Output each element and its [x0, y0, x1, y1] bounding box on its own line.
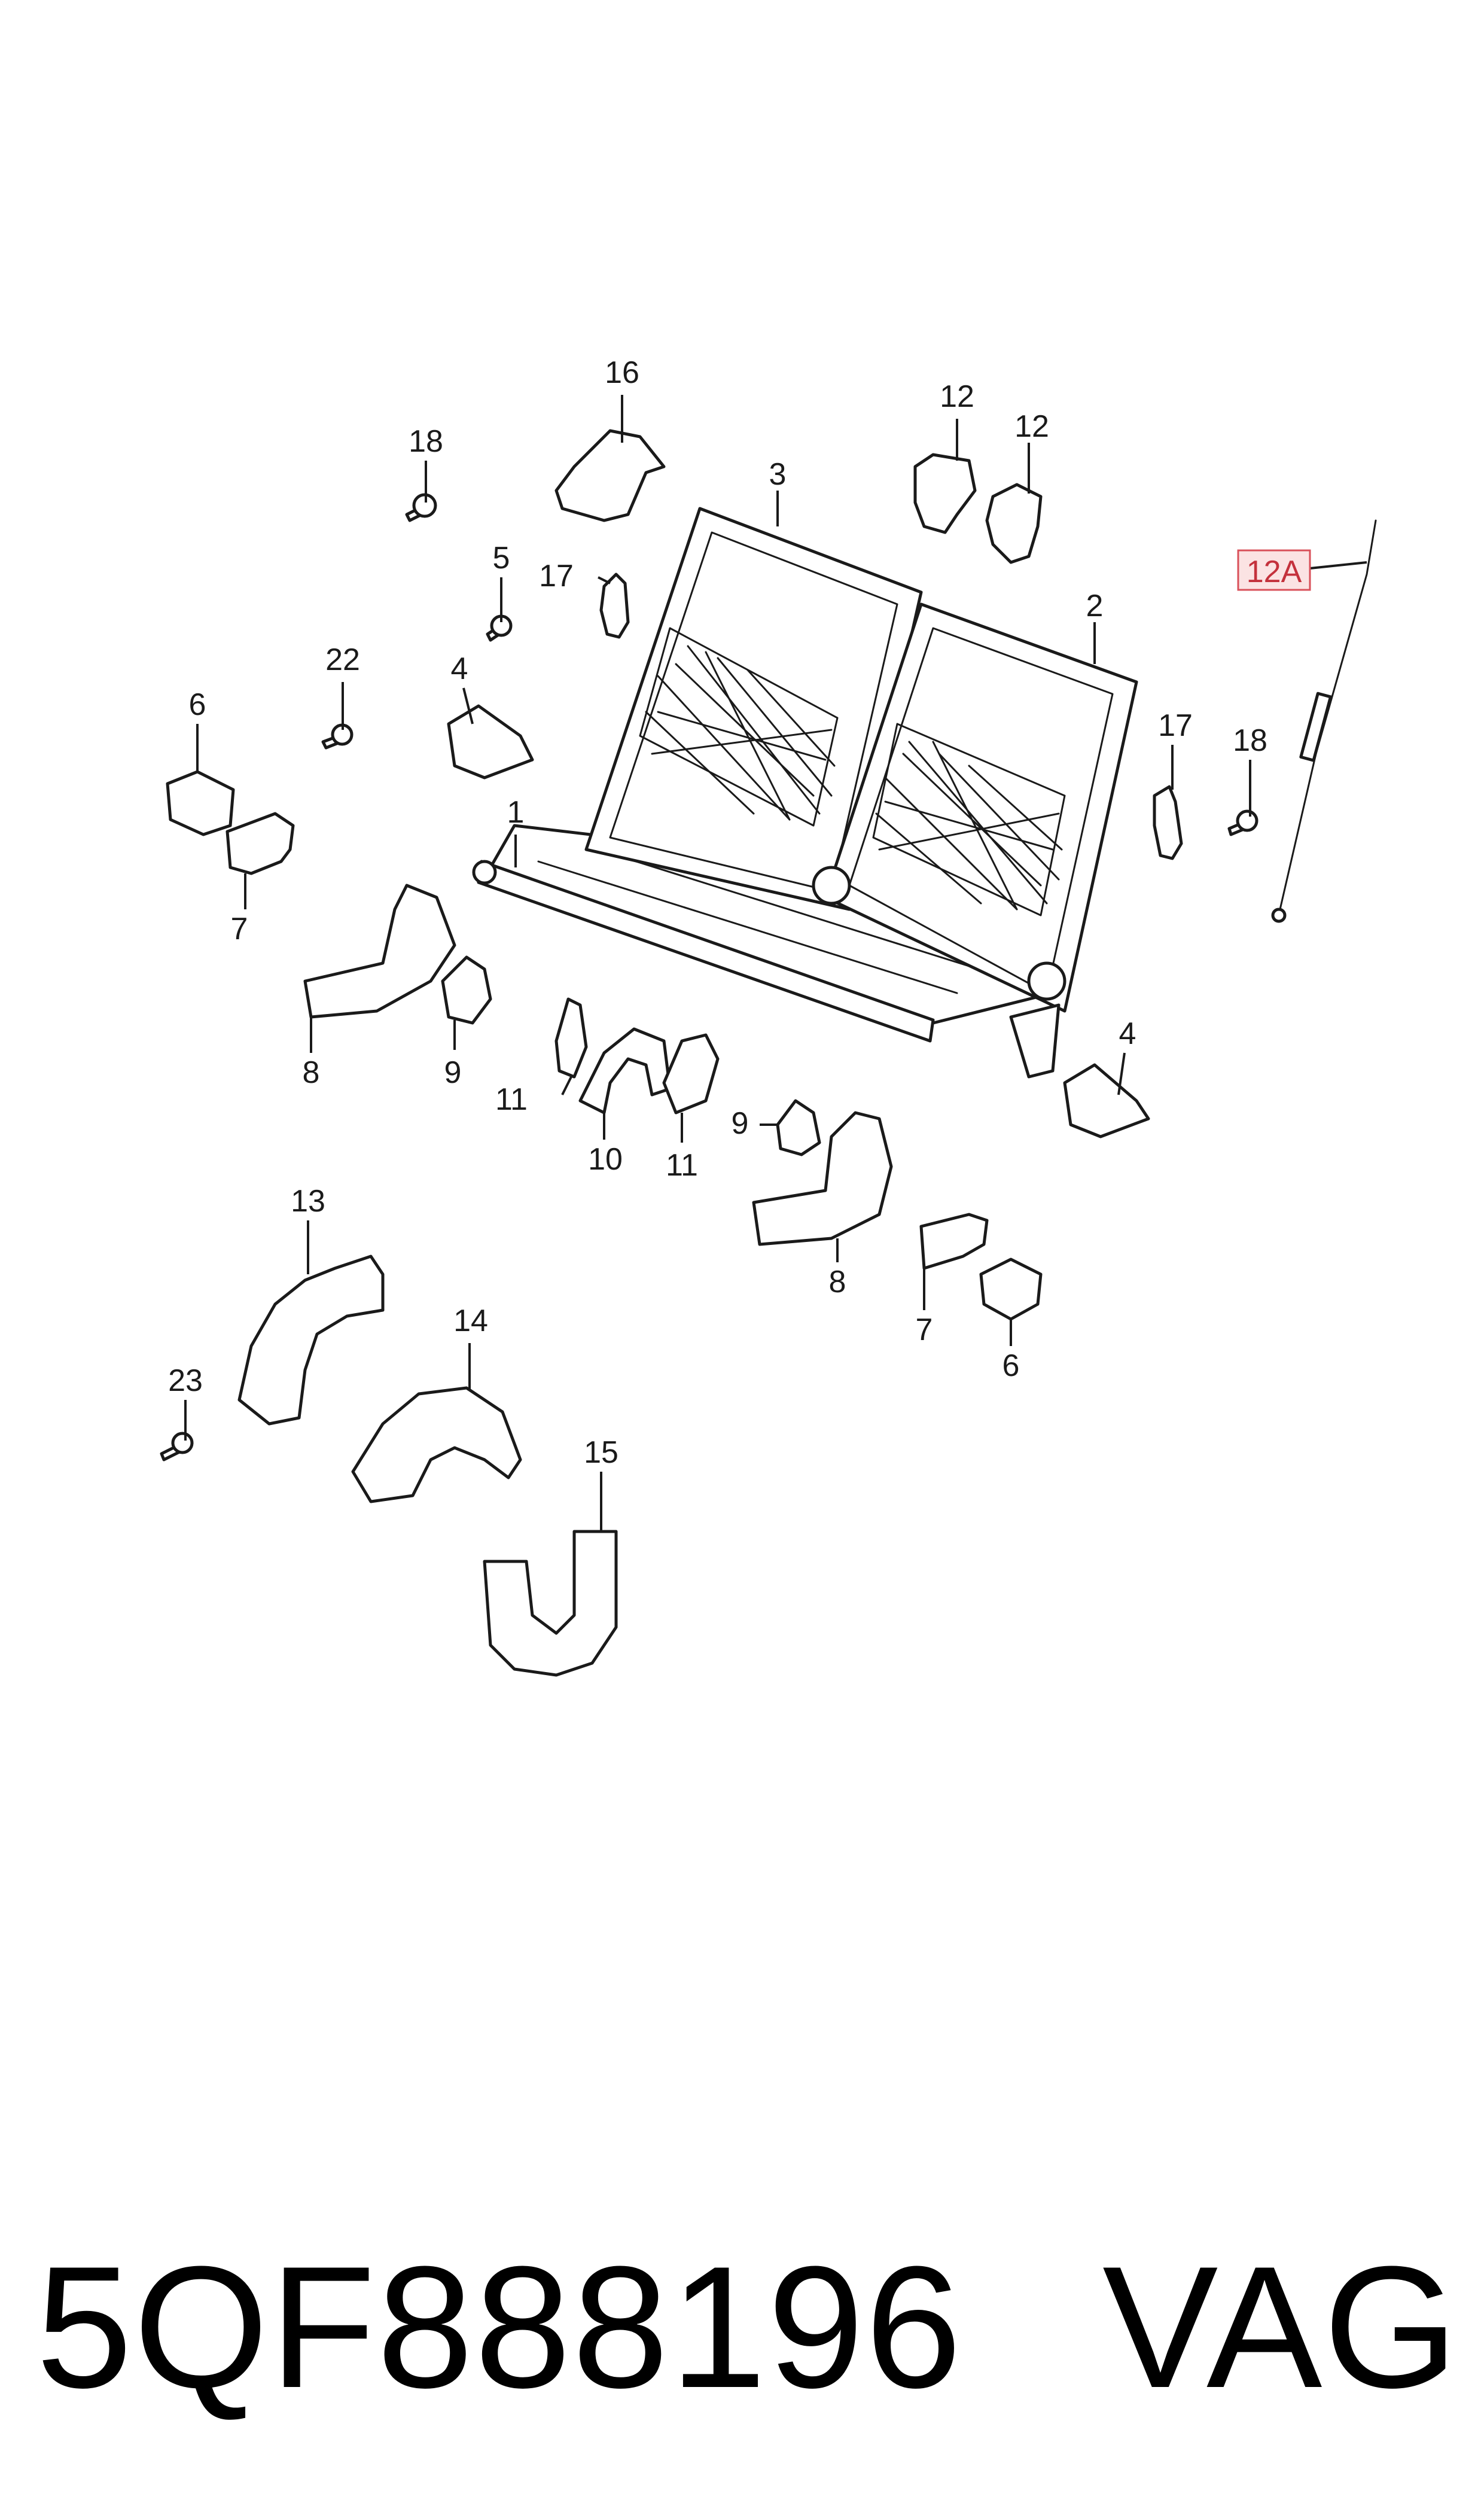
- callout-11-left: 11: [495, 1082, 528, 1117]
- callout-10: 10: [588, 1142, 623, 1177]
- part-4-right-shape: [1063, 1063, 1150, 1138]
- callout-8-right: 8: [829, 1265, 846, 1299]
- callout-23: 23: [168, 1363, 203, 1398]
- callout-6-right: 6: [1002, 1348, 1020, 1383]
- svg-text:12A: 12A: [1247, 555, 1302, 589]
- parts-diagram: 16 3 2 1 12 12 12A 18 5 17 4 22 6 7 8 9 …: [160, 355, 1377, 1677]
- part-8-right-shape: [752, 1111, 893, 1246]
- bolt-shapes: [160, 493, 1258, 1462]
- part-6-right-shape: [979, 1258, 1043, 1321]
- callout-14: 14: [453, 1304, 488, 1338]
- callout-9-right: 9: [732, 1106, 749, 1141]
- callout-12a-highlight: 12A: [1237, 549, 1311, 591]
- part-11-right-shape: [662, 1033, 720, 1115]
- part-7-left-shape: [226, 812, 295, 875]
- callout-17-right: 17: [1158, 708, 1193, 743]
- part-6-left-shape: [166, 770, 235, 836]
- callout-16: 16: [605, 355, 639, 390]
- callout-11-right: 11: [666, 1148, 698, 1183]
- seat-frame-assembly: [472, 507, 1138, 1079]
- part-14-shape: [351, 1386, 522, 1503]
- brand-text: VAG: [1102, 2230, 1459, 2424]
- callout-18-top: 18: [409, 424, 443, 459]
- callout-12-left: 12: [940, 379, 974, 414]
- callout-5: 5: [493, 541, 510, 576]
- part-13-shape: [237, 1255, 385, 1426]
- callout-4-right: 4: [1119, 1016, 1136, 1051]
- callout-7-right: 7: [916, 1313, 933, 1347]
- part-12-right-shape: [985, 483, 1043, 564]
- callout-1: 1: [507, 795, 525, 830]
- callout-4-left: 4: [451, 651, 468, 686]
- part-16-shape: [554, 429, 666, 522]
- part-4-left-shape: [447, 704, 534, 780]
- callout-13: 13: [291, 1184, 325, 1219]
- part-9-left-shape: [441, 955, 492, 1025]
- callout-6-left: 6: [189, 687, 206, 722]
- part-17-left-shape: [599, 573, 630, 639]
- part-7-right-shape: [919, 1213, 989, 1270]
- leader-lines: [184, 395, 1367, 1531]
- part-8-left-shape: [303, 884, 456, 1019]
- callout-17-left: 17: [539, 559, 574, 593]
- part-12a-cable: [1271, 519, 1377, 923]
- callout-18-right: 18: [1233, 723, 1267, 758]
- callout-3: 3: [769, 457, 787, 492]
- callout-22: 22: [325, 643, 360, 677]
- callout-15: 15: [584, 1435, 618, 1470]
- part-10-shape: [578, 1027, 672, 1115]
- callout-12-right: 12: [1014, 409, 1049, 444]
- callout-8-left: 8: [303, 1055, 320, 1090]
- part-17-right-shape: [1153, 785, 1183, 860]
- callout-9-left: 9: [444, 1055, 462, 1090]
- part-12-left-shape: [913, 453, 977, 534]
- part-11-left-shape: [554, 997, 588, 1079]
- callout-7-left: 7: [231, 912, 248, 946]
- part-15-shape: [483, 1530, 618, 1677]
- part-9-right-shape: [776, 1099, 821, 1156]
- part-number-text: 5QF888196: [36, 2230, 963, 2424]
- footer-caption: 5QF888196 VAG: [36, 2225, 1459, 2429]
- callout-2: 2: [1086, 589, 1104, 623]
